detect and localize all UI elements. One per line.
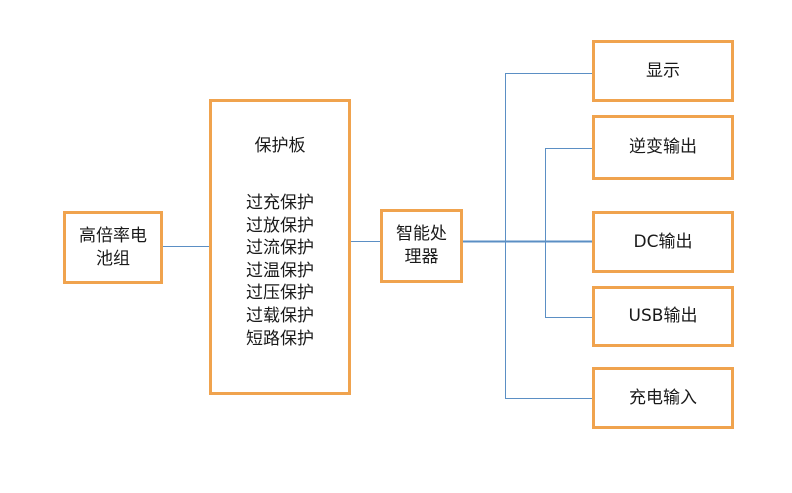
charge-input-box: 充电输入 — [592, 367, 734, 429]
usb-output-box: USB输出 — [592, 286, 734, 347]
protection-item-overcharge: 过充保护 — [246, 193, 314, 213]
processor-label-line1: 智能处 — [396, 224, 447, 244]
protection-item-overdischarge: 过放保护 — [246, 215, 314, 236]
protection-feature-list: 过充保护 过放保护 过流保护 过温保护 过压保护 过载保护 短路保护 — [246, 192, 314, 350]
inverter-output-box: 逆变输出 — [592, 115, 734, 180]
protection-item-overload: 过载保护 — [246, 305, 314, 326]
display-label: 显示 — [646, 60, 680, 81]
protection-item-overtemperature: 过温保护 — [246, 260, 314, 281]
usb-output-label: USB输出 — [628, 306, 698, 326]
battery-pack-box: 高倍率电 池组 — [63, 211, 163, 284]
display-box: 显示 — [592, 40, 734, 102]
smart-processor-box: 智能处 理器 — [380, 209, 463, 283]
processor-label-line2: 理器 — [404, 247, 439, 267]
battery-label-line2: 池组 — [96, 248, 130, 269]
protection-item-overcurrent: 过流保护 — [246, 238, 314, 259]
dc-output-box: DC输出 — [592, 211, 734, 273]
protection-board-title: 保护板 — [254, 136, 306, 156]
dc-output-label: DC输出 — [633, 231, 693, 252]
charge-input-label: 充电输入 — [629, 387, 697, 408]
protection-board-box: 保护板 过充保护 过放保护 过流保护 过温保护 过压保护 过载保护 短路保护 — [209, 99, 351, 395]
battery-label-line1: 高倍率电 — [79, 225, 147, 246]
inverter-output-label: 逆变输出 — [629, 137, 697, 157]
protection-item-short-circuit: 短路保护 — [246, 328, 314, 349]
protection-item-overvoltage: 过压保护 — [246, 283, 314, 304]
